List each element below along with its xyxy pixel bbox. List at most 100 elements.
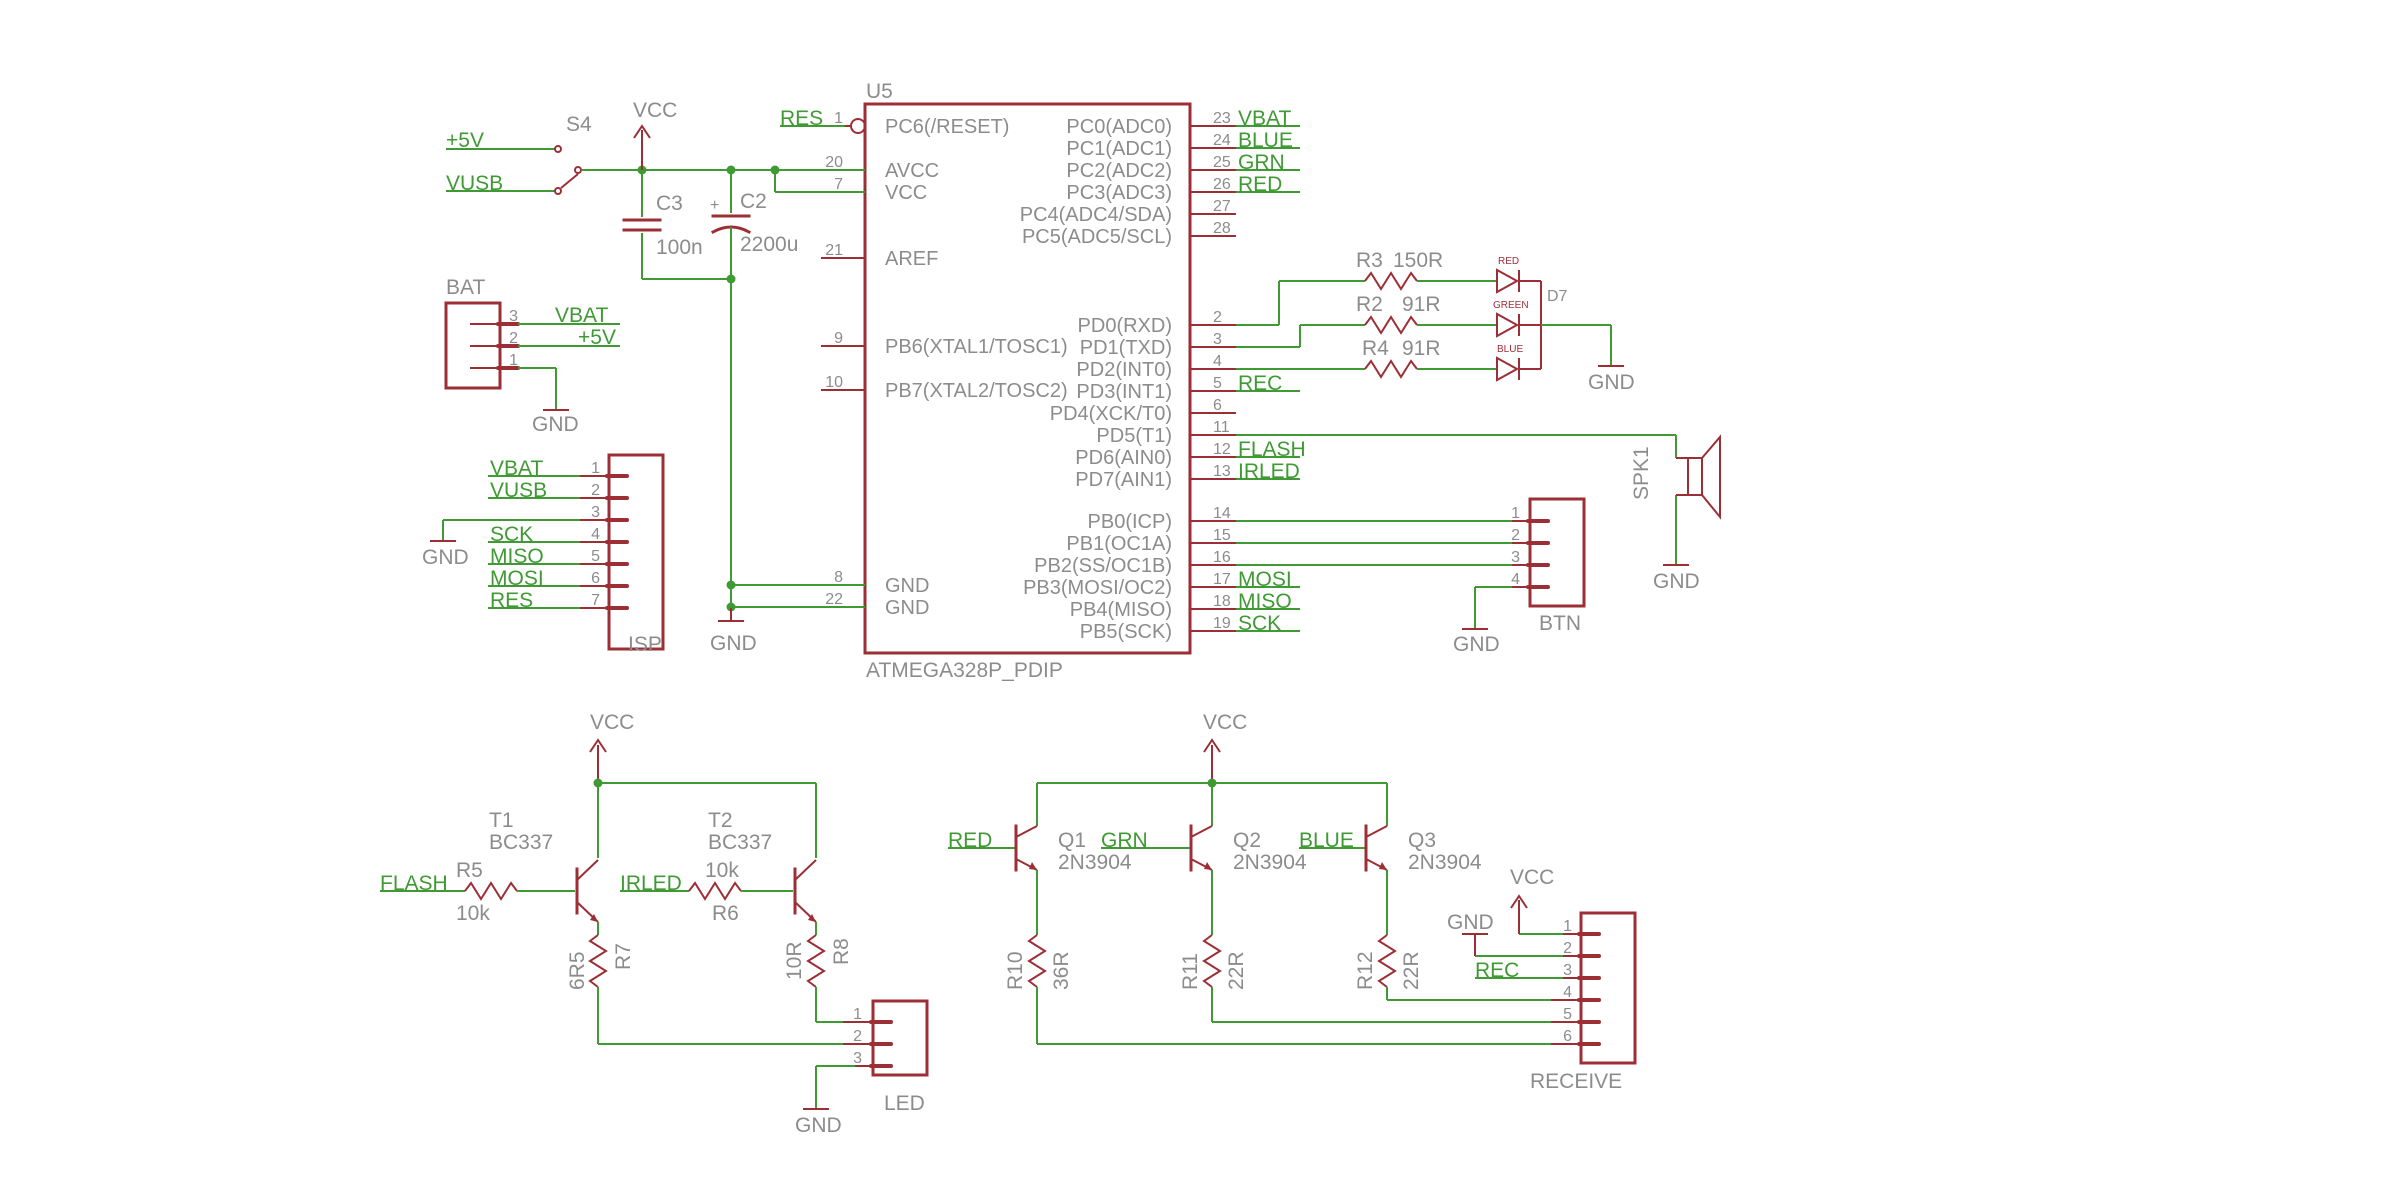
mcu-pin-name: PB3(MOSI/OC2)	[1023, 577, 1172, 599]
mcu-pin-name: PC6(/RESET)	[885, 116, 1009, 138]
mcu-pin-number: 7	[834, 176, 843, 193]
svg-text:R3: R3	[1356, 249, 1383, 272]
mcu-pin-name: PB4(MISO)	[1070, 599, 1172, 621]
svg-text:D7: D7	[1547, 288, 1568, 305]
svg-text:ISP: ISP	[628, 633, 662, 656]
svg-text:R8: R8	[830, 938, 853, 965]
connector-pin-number: 3	[853, 1050, 862, 1067]
connector-pin-number: 4	[1511, 571, 1520, 588]
svg-text:REC: REC	[1475, 959, 1519, 982]
svg-text:2N3904: 2N3904	[1233, 851, 1307, 874]
net-label: MISO	[490, 545, 544, 568]
receive-driver: VCC RED Q1 2N3904 R10 36R GRN	[948, 711, 1637, 1093]
svg-text:R6: R6	[712, 902, 739, 925]
net-label: VBAT	[1238, 107, 1291, 130]
connector-pin-number: 2	[591, 482, 600, 499]
connector-pin-number: 3	[591, 504, 600, 521]
svg-text:GND: GND	[532, 413, 579, 436]
svg-text:C3: C3	[656, 192, 683, 215]
svg-text:FLASH: FLASH	[380, 872, 448, 895]
vcc-symbol-top: VCC	[633, 99, 677, 170]
mcu-pin-number: 15	[1213, 527, 1231, 544]
connector-pin-number: 1	[1511, 505, 1520, 522]
mcu-ref: U5	[866, 80, 893, 103]
mcu-pin-number: 25	[1213, 154, 1231, 171]
svg-text:RECEIVE: RECEIVE	[1530, 1070, 1622, 1093]
svg-text:Q2: Q2	[1233, 829, 1261, 852]
mcu-pin-number: 22	[825, 591, 843, 608]
svg-text:SPK1: SPK1	[1630, 446, 1653, 500]
svg-text:R10: R10	[1004, 951, 1027, 990]
svg-text:GREEN: GREEN	[1493, 300, 1529, 311]
mcu-pin-number: 6	[1213, 397, 1222, 414]
connector-pin-number: 1	[1563, 918, 1572, 935]
mcu-pin-number: 24	[1213, 132, 1231, 149]
cap-c3[interactable]: C3 100n	[622, 170, 703, 279]
mcu-pin-number: 20	[825, 154, 843, 171]
connector-pin-number: 7	[591, 592, 600, 609]
svg-text:R2: R2	[1356, 293, 1383, 316]
svg-text:100n: 100n	[656, 236, 703, 259]
switch-ref: S4	[566, 113, 592, 136]
connector-pin-number: 1	[509, 352, 518, 369]
net-label: MOSI	[490, 567, 544, 590]
res-net: RES	[780, 107, 845, 130]
mcu-pin-name: PB2(SS/OC1B)	[1034, 555, 1172, 577]
mcu-pin-name: PD0(RXD)	[1078, 315, 1172, 337]
svg-text:22R: 22R	[1400, 951, 1423, 990]
net-label: MOSI	[1238, 568, 1292, 591]
speaker-spk1[interactable]: GND SPK1	[1236, 434, 1721, 593]
connector-pin-number: 2	[1511, 527, 1520, 544]
connector-pin-number: 3	[1563, 962, 1572, 979]
transistor-q2[interactable]: Q2 2N3904	[1189, 824, 1307, 874]
net-label: VUSB	[490, 479, 547, 502]
mcu-pin-number: 5	[1213, 375, 1222, 392]
rgb-led-d7[interactable]: R3 150R R2 91R R4 91R RED GREEN BLUE D7 …	[1236, 249, 1635, 394]
svg-text:2200u: 2200u	[740, 233, 798, 256]
mcu-pin-name: AVCC	[885, 160, 939, 182]
svg-text:GND: GND	[422, 546, 469, 569]
transistor-t1[interactable]: T1 BC337	[489, 809, 599, 923]
cap-c2[interactable]: + C2 2200u	[710, 170, 798, 256]
svg-text:GND: GND	[710, 632, 757, 655]
mcu-pin-name: PB0(ICP)	[1088, 511, 1172, 533]
svg-text:GND: GND	[1453, 633, 1500, 656]
mcu-pin-number: 18	[1213, 593, 1231, 610]
svg-text:+5V: +5V	[578, 326, 616, 349]
net-label: BLUE	[1238, 129, 1293, 152]
svg-text:RED: RED	[948, 829, 992, 852]
svg-text:VCC: VCC	[1510, 866, 1554, 889]
net-label: GRN	[1238, 151, 1285, 174]
transistor-q1[interactable]: Q1 2N3904	[1014, 824, 1132, 874]
mcu-pin-number: 17	[1213, 571, 1231, 588]
mcu-pin-name: PB5(SCK)	[1080, 621, 1172, 643]
led-connector[interactable]: LED 123	[843, 999, 929, 1115]
svg-text:R4: R4	[1362, 337, 1389, 360]
net-label: IRLED	[1238, 460, 1300, 483]
svg-text:GND: GND	[1653, 570, 1700, 593]
mcu-pin-number: 19	[1213, 615, 1231, 632]
svg-text:R11: R11	[1179, 953, 1202, 990]
svg-text:VBAT: VBAT	[555, 304, 608, 327]
mcu-pin-name: PD7(AIN1)	[1075, 469, 1172, 491]
transistor-q3[interactable]: Q3 2N3904	[1364, 824, 1482, 874]
net-label-res: RES	[780, 107, 823, 130]
connector-pin-number: 2	[1563, 940, 1572, 957]
svg-text:GND: GND	[1447, 911, 1494, 934]
mcu-pin-number: 28	[1213, 220, 1231, 237]
bat-connector[interactable]: BAT 321 VBAT +5V GND	[444, 276, 620, 436]
net-label: RED	[1238, 173, 1282, 196]
transistor-t2[interactable]: T2 BC337	[708, 809, 817, 923]
svg-text:C2: C2	[740, 190, 767, 213]
svg-text:10k: 10k	[456, 902, 490, 925]
svg-text:2N3904: 2N3904	[1408, 851, 1482, 874]
net-label: VBAT	[490, 457, 543, 480]
switch-s4[interactable]: S4	[554, 113, 592, 195]
flash-driver: VCC FLASH R5 10k T1 BC337 6R5 R7 IRLED	[380, 711, 929, 1137]
mcu-pin-number: 9	[834, 330, 843, 347]
